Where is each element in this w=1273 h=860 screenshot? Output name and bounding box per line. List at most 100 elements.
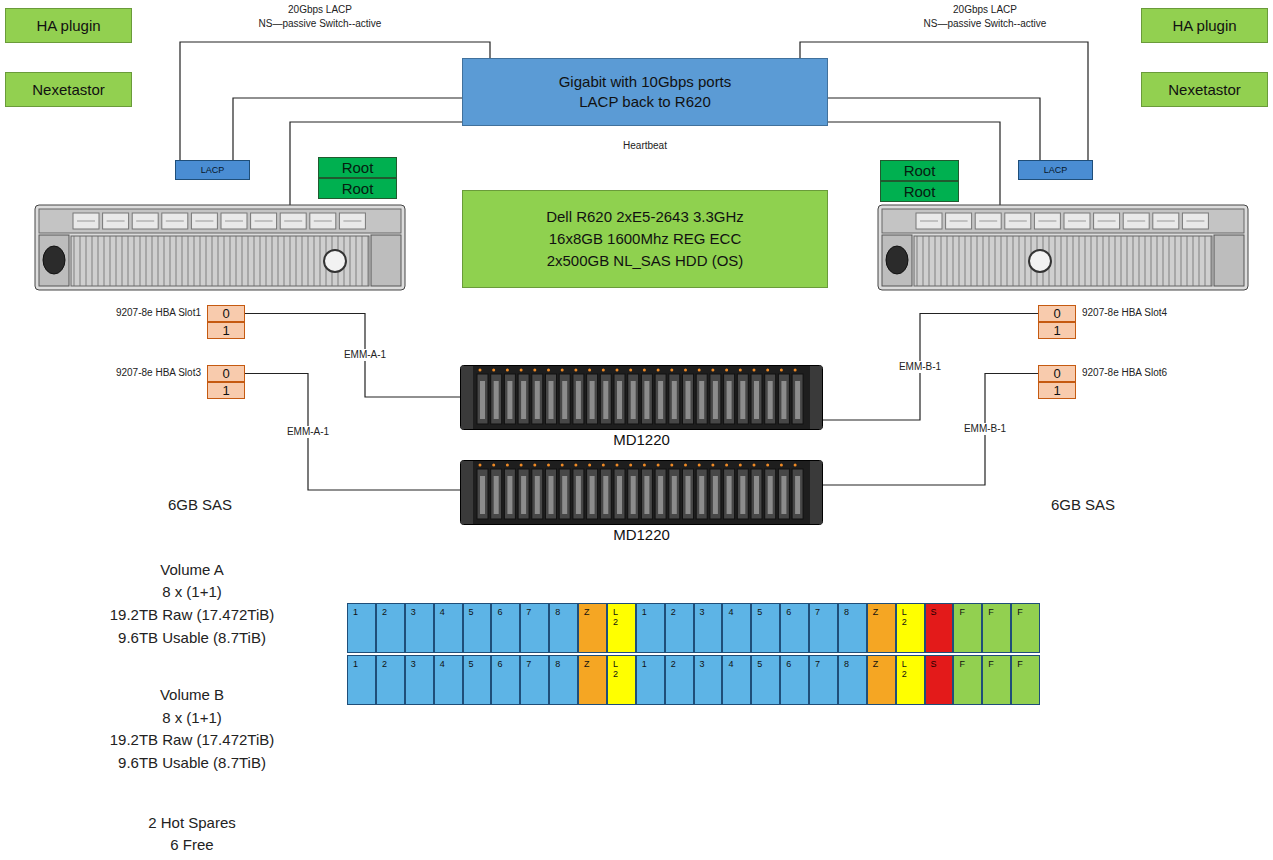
node-text: 5 — [757, 607, 766, 617]
root-disk-box: Root — [880, 160, 959, 181]
node-text: 7 — [815, 607, 824, 617]
bay-handle — [77, 221, 95, 222]
hba-port: 1 — [1038, 382, 1076, 399]
drive-led — [643, 369, 646, 372]
server-chassis — [878, 205, 1248, 290]
disk-cell: Z — [578, 655, 607, 705]
drive-handle — [562, 381, 567, 419]
drive-slot — [669, 374, 680, 424]
drive-led — [479, 464, 482, 467]
node-text: F — [1017, 607, 1026, 617]
node-text: 7 — [526, 607, 535, 617]
disk-cell: 2 — [376, 655, 405, 705]
drive-bay — [251, 213, 277, 229]
drive-slot — [518, 374, 529, 424]
node-text: F — [988, 607, 997, 617]
drive-led — [780, 369, 783, 372]
node-text: 4 — [440, 607, 449, 617]
sas-cable — [823, 374, 1038, 486]
drive-bay — [280, 213, 306, 229]
server-illustration — [878, 205, 1248, 290]
drive-handle — [617, 476, 622, 514]
disk-cell: 7 — [809, 655, 838, 705]
note-label: 6GB SAS — [168, 496, 232, 514]
drive-slot — [491, 469, 502, 519]
disk-cell: Z — [578, 603, 607, 653]
drive-handle — [658, 381, 663, 419]
drive-led — [533, 464, 536, 467]
server-chassis — [35, 205, 405, 290]
disk-cell: L 2 — [896, 603, 925, 653]
hba-port: 0 — [1038, 365, 1076, 382]
disk-cell: 6 — [491, 655, 520, 705]
drive-handle — [686, 381, 691, 419]
disk-cell: 8 — [838, 655, 867, 705]
control-panel — [886, 246, 908, 274]
node-text: 3 — [411, 607, 420, 617]
drive-handle — [740, 476, 745, 514]
drive-handle — [672, 381, 677, 419]
lacp-box: LACP — [175, 160, 250, 180]
heartbeat-line — [828, 122, 1000, 205]
bay-handle — [314, 221, 332, 222]
drive-handle — [590, 381, 595, 419]
bay-handle — [1127, 221, 1145, 222]
annotation-label: 9207-8e HBA Slot3 — [116, 367, 201, 379]
drive-handle — [480, 476, 485, 514]
bay-handle — [136, 221, 154, 222]
rack-ear — [461, 366, 473, 429]
drive-handle — [768, 476, 773, 514]
hba-port: 0 — [207, 305, 245, 322]
node-text: 0 — [1053, 306, 1060, 321]
disk-cell: 7 — [809, 603, 838, 653]
drive-led — [492, 369, 495, 372]
drive-bay — [221, 213, 247, 229]
drive-bay — [975, 213, 1001, 229]
server-spec-box: Dell R620 2xE5-2643 3.3GHz16x8GB 1600Mhz… — [462, 190, 828, 288]
note-label: Volume B — [160, 686, 224, 704]
drive-slot — [683, 469, 694, 519]
disk-cell: 4 — [722, 655, 751, 705]
bay-handle — [166, 221, 184, 222]
drive-handle — [781, 476, 786, 514]
disk-cell: 3 — [405, 603, 434, 653]
node-text: 6 — [786, 607, 795, 617]
node-text: 0 — [1053, 366, 1060, 381]
disk-cell: L 2 — [607, 655, 636, 705]
drive-led — [616, 464, 619, 467]
drive-handle — [795, 476, 800, 514]
drive-handle — [549, 381, 554, 419]
drive-led — [698, 369, 701, 372]
note-label: Volume A — [160, 561, 223, 579]
drive-led — [602, 369, 605, 372]
drive-bay — [1034, 213, 1060, 229]
drive-handle — [658, 476, 663, 514]
disk-cell: 5 — [751, 655, 780, 705]
node-text: 1 — [642, 659, 651, 669]
node-text: 1 — [1053, 383, 1060, 398]
disk-cell: F — [1011, 655, 1040, 705]
node-text: HA plugin — [1172, 17, 1236, 35]
drive-handle — [549, 476, 554, 514]
drive-led — [506, 464, 509, 467]
node-text: F — [959, 607, 968, 617]
enclosure-chassis — [461, 461, 823, 525]
drive-bay — [1094, 213, 1120, 229]
node-text: LACP — [201, 165, 225, 176]
bay-handle — [1068, 221, 1086, 222]
drive-handle — [727, 381, 732, 419]
drive-slot — [614, 469, 625, 519]
disk-cell: 6 — [491, 603, 520, 653]
disk-cell: 2 — [665, 655, 694, 705]
node-text: Root — [342, 159, 374, 176]
node-text: L 2 — [613, 659, 622, 679]
node-text: L 2 — [902, 659, 911, 679]
drive-handle — [535, 476, 540, 514]
node-text: 2 — [671, 607, 680, 617]
annotation-label: 9207-8e HBA Slot1 — [116, 307, 201, 319]
drive-led — [588, 464, 591, 467]
drive-slot — [546, 374, 557, 424]
cable-label: EMM-A-1 — [342, 349, 388, 361]
drive-slot — [655, 374, 666, 424]
disk-cell: 4 — [722, 603, 751, 653]
